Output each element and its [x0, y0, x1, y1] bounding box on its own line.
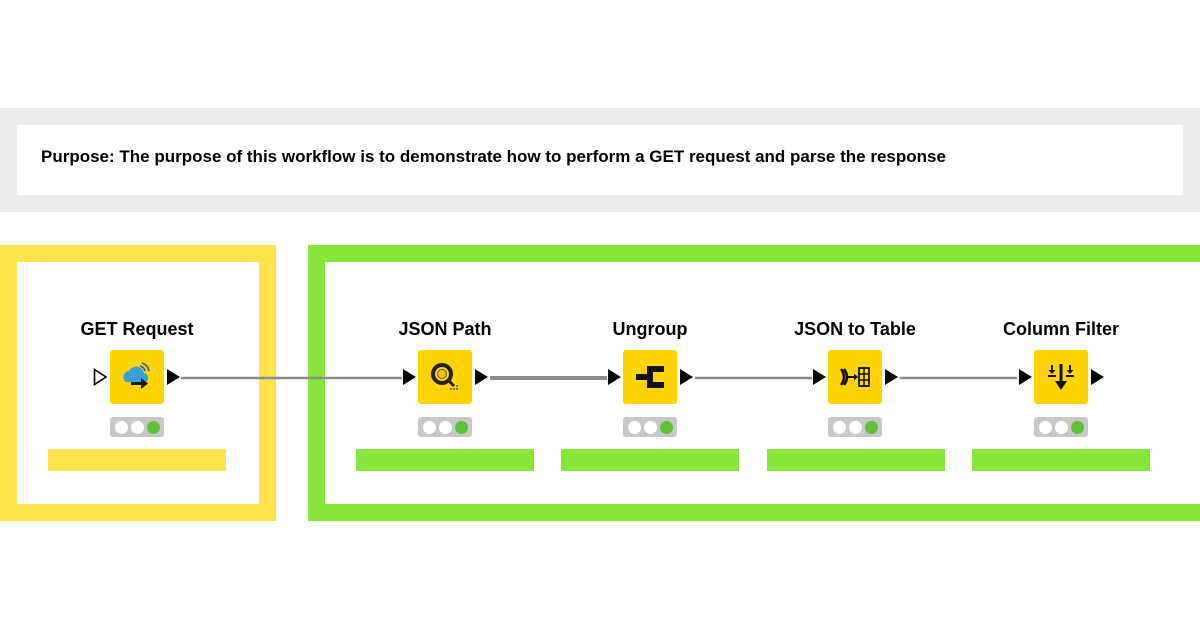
node-status-indicator — [828, 417, 882, 437]
status-light-red — [114, 420, 128, 434]
status-light-green — [1070, 420, 1084, 434]
ungroup-icon[interactable] — [623, 350, 677, 404]
status-light-green — [454, 420, 468, 434]
node-label: Column Filter — [1003, 319, 1119, 339]
node-comment-get-request[interactable] — [48, 449, 226, 471]
node-json-path[interactable]: JSON Path — [355, 319, 535, 449]
node-status-indicator — [110, 417, 164, 437]
status-light-yellow — [848, 420, 862, 434]
status-light-green — [864, 420, 878, 434]
status-light-red — [832, 420, 846, 434]
node-comment-column-filter[interactable] — [972, 449, 1150, 471]
output-port-icon[interactable] — [475, 369, 488, 385]
node-comment-json-to-table[interactable] — [767, 449, 945, 471]
node-column-filter[interactable]: Column Filter — [971, 319, 1151, 449]
node-json-to-table[interactable]: JSON to Table — [765, 319, 945, 449]
status-light-green — [659, 420, 673, 434]
node-label: GET Request — [80, 319, 194, 339]
node-status-indicator — [1034, 417, 1088, 437]
status-light-red — [422, 420, 436, 434]
node-ungroup[interactable]: Ungroup — [560, 319, 740, 449]
output-port-icon[interactable] — [680, 369, 693, 385]
input-port-icon[interactable] — [403, 369, 416, 385]
json-to-table-icon[interactable] — [828, 350, 882, 404]
output-port-icon[interactable] — [1091, 369, 1104, 385]
node-label: JSON Path — [398, 319, 492, 339]
status-light-yellow — [1054, 420, 1068, 434]
purpose-annotation-box: Purpose: The purpose of this workflow is… — [17, 125, 1183, 195]
input-port-icon[interactable] — [608, 369, 621, 385]
node-comment-json-path[interactable] — [356, 449, 534, 471]
output-port-icon[interactable] — [885, 369, 898, 385]
output-port-icon[interactable] — [167, 369, 180, 385]
node-comment-ungroup[interactable] — [561, 449, 739, 471]
status-light-green — [146, 420, 160, 434]
input-port-icon[interactable] — [813, 369, 826, 385]
node-status-indicator — [418, 417, 472, 437]
column-filter-icon[interactable] — [1034, 350, 1088, 404]
status-light-yellow — [643, 420, 657, 434]
node-status-indicator — [623, 417, 677, 437]
input-port-icon[interactable] — [93, 368, 108, 386]
status-light-red — [627, 420, 641, 434]
node-get-request[interactable]: GET Request — [47, 319, 227, 449]
node-label: JSON to Table — [794, 319, 916, 339]
cloud-download-icon[interactable] — [110, 350, 164, 404]
json-path-icon[interactable] — [418, 350, 472, 404]
status-light-red — [1038, 420, 1052, 434]
status-light-yellow — [130, 420, 144, 434]
status-light-yellow — [438, 420, 452, 434]
purpose-text: Purpose: The purpose of this workflow is… — [41, 147, 946, 166]
purpose-annotation[interactable]: Purpose: The purpose of this workflow is… — [0, 108, 1200, 212]
input-port-icon[interactable] — [1019, 369, 1032, 385]
node-label: Ungroup — [612, 319, 688, 339]
